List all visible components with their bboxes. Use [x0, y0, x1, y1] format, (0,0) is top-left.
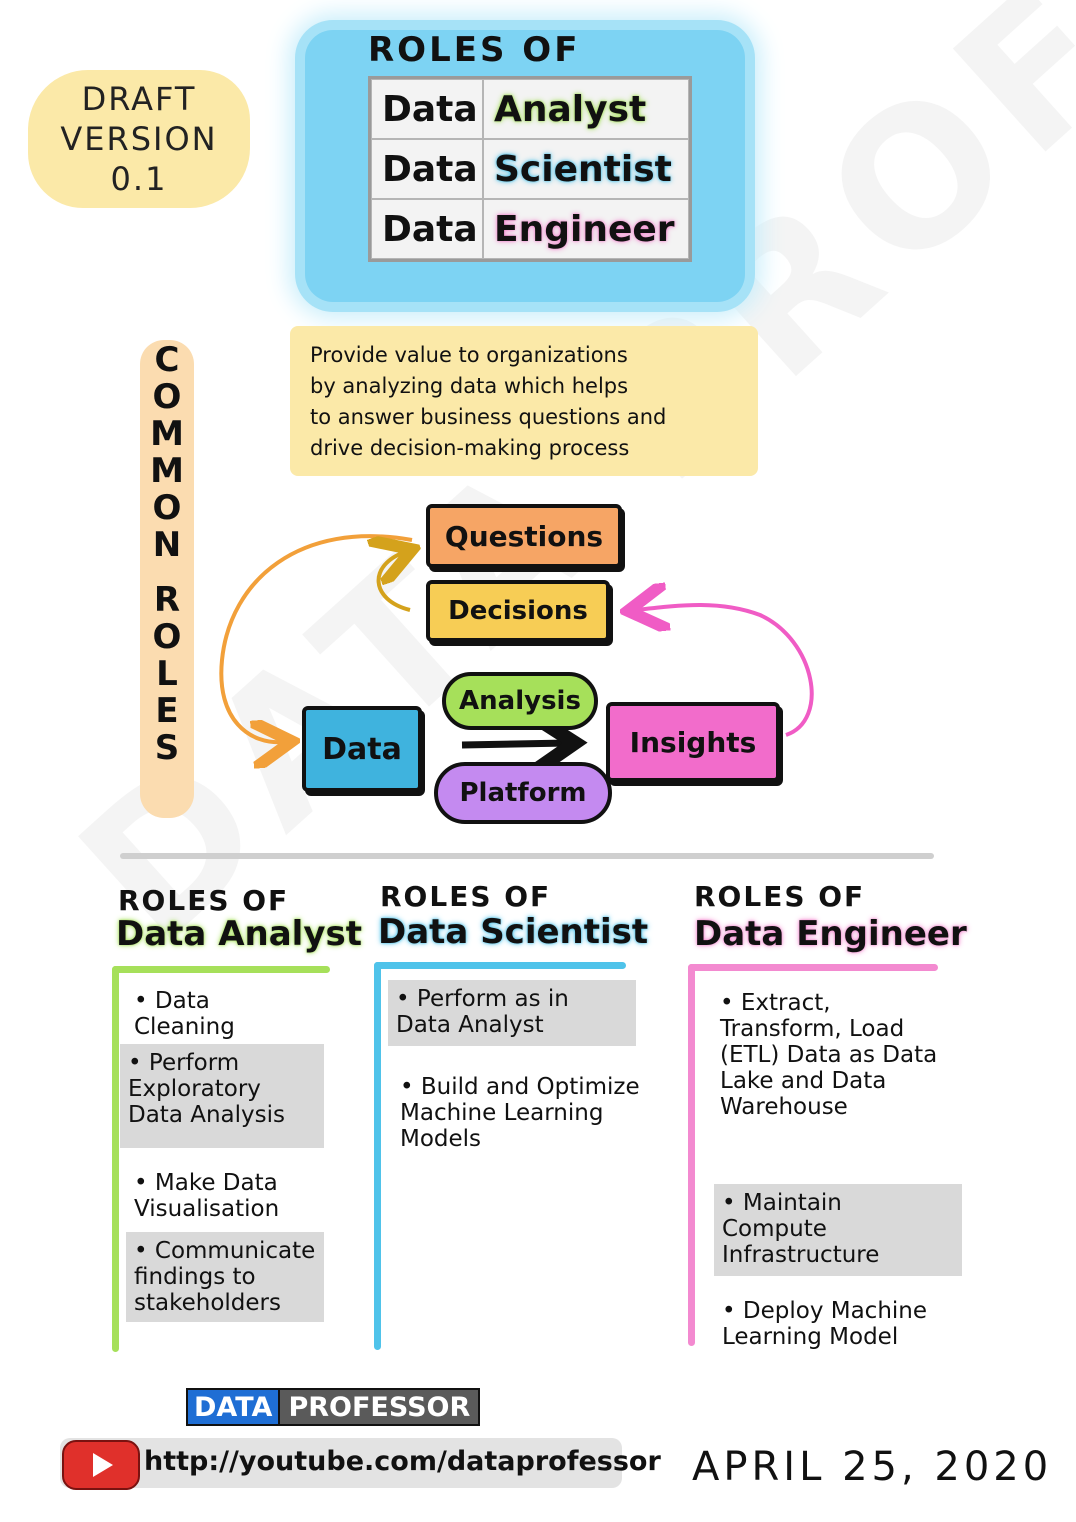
- analyst-item-2: • Perform Exploratory Data Analysis: [120, 1044, 324, 1148]
- common-roles-letter: N: [152, 525, 182, 565]
- scientist-role-title: Data Scientist: [378, 912, 649, 952]
- common-roles-letter: M: [150, 451, 184, 491]
- common-roles-letter: E: [155, 691, 179, 731]
- common-roles-letter: R: [153, 580, 181, 620]
- arrow-questions-to-data: [219, 534, 413, 742]
- title-heading: ROLES OF: [368, 30, 581, 70]
- engineer-item-1: • Extract, Transform, Load (ETL) Data as…: [720, 990, 938, 1120]
- common-roles-letter: C: [154, 340, 180, 380]
- common-roles-letter: L: [156, 654, 178, 694]
- description-line-2: by analyzing data which helps: [310, 374, 629, 398]
- analyst-side-line: [112, 966, 119, 1352]
- analyst-item-4: • Communicate findings to stakeholders: [126, 1232, 324, 1322]
- arrow-data-to-insights: [461, 743, 568, 745]
- title-cell-data-1: Data: [371, 79, 483, 139]
- title-cell-analyst: Analyst: [483, 79, 689, 139]
- common-roles-letter: O: [152, 617, 182, 657]
- scientist-top-line: [374, 962, 626, 969]
- arrow-insights-to-decisions: [636, 605, 814, 737]
- draft-line-2: VERSION: [60, 120, 218, 158]
- engineer-side-line: [688, 964, 695, 1346]
- draft-line-3: 0.1: [110, 160, 168, 198]
- common-roles-bar: [140, 340, 194, 818]
- data-box: Data: [302, 706, 422, 792]
- engineer-top-line: [688, 964, 938, 971]
- youtube-url-link[interactable]: http://youtube.com/dataprofessor: [144, 1446, 661, 1477]
- questions-box: Questions: [426, 504, 622, 568]
- arrow-decisions-to-questions: [379, 552, 410, 612]
- analyst-item-3: • Make Data Visualisation: [134, 1170, 280, 1222]
- title-cell-data-3: Data: [371, 199, 483, 259]
- engineer-item-2: • Maintain Compute Infrastructure: [714, 1184, 962, 1276]
- scientist-item-1: • Perform as in Data Analyst: [388, 980, 636, 1046]
- insights-box: Insights: [606, 702, 780, 782]
- logo-professor: PROFESSOR: [280, 1388, 481, 1426]
- scientist-item-2: • Build and Optimize Machine Learning Mo…: [400, 1074, 640, 1152]
- common-roles-description: Provide value to organizations by analyz…: [290, 326, 758, 476]
- title-cell-data-2: Data: [371, 139, 483, 199]
- engineer-heading: ROLES OF: [694, 880, 866, 913]
- common-roles-letter: O: [152, 488, 182, 528]
- common-roles-letter: S: [154, 728, 180, 768]
- title-table: Data Analyst Data Scientist Data Enginee…: [368, 76, 692, 262]
- data-professor-logo: DATA PROFESSOR: [186, 1388, 481, 1426]
- analysis-pill: Analysis: [442, 672, 598, 730]
- decisions-box: Decisions: [426, 580, 610, 642]
- analyst-top-line: [112, 966, 330, 973]
- engineer-item-3: • Deploy Machine Learning Model: [722, 1298, 928, 1350]
- draft-badge: DRAFT VERSION 0.1: [28, 70, 250, 208]
- logo-data: DATA: [186, 1388, 281, 1426]
- youtube-play-icon[interactable]: [62, 1440, 140, 1490]
- draft-line-1: DRAFT: [81, 80, 197, 118]
- title-cell-engineer: Engineer: [483, 199, 689, 259]
- title-cell-scientist: Scientist: [483, 139, 689, 199]
- description-line-3: to answer business questions and: [310, 405, 667, 429]
- date-label: APRIL 25, 2020: [692, 1444, 1053, 1490]
- platform-pill: Platform: [434, 762, 612, 824]
- common-roles-letter: M: [150, 414, 184, 454]
- description-line-4: drive decision-making process: [310, 436, 630, 460]
- analyst-role-title: Data Analyst: [116, 914, 362, 954]
- description-line-1: Provide value to organizations: [310, 343, 628, 367]
- common-roles-letter: O: [152, 377, 182, 417]
- scientist-heading: ROLES OF: [380, 880, 552, 913]
- scientist-side-line: [374, 962, 381, 1350]
- play-triangle-icon: [93, 1453, 113, 1477]
- engineer-role-title: Data Engineer: [694, 914, 967, 954]
- analyst-heading: ROLES OF: [118, 884, 290, 917]
- youtube-link-bar[interactable]: [60, 1438, 622, 1488]
- section-divider: [120, 853, 934, 859]
- analyst-item-1: • Data Cleaning: [134, 988, 235, 1040]
